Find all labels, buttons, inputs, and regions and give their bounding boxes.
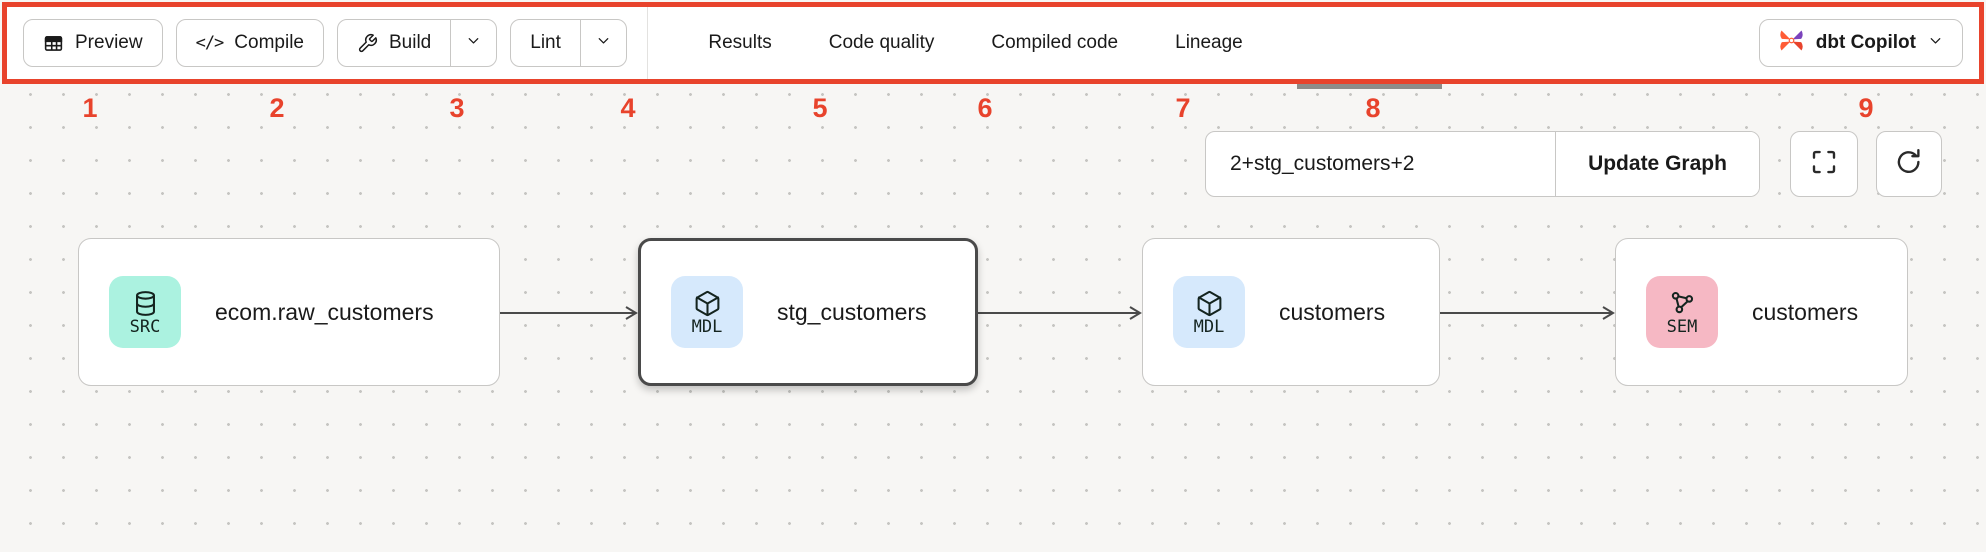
lint-split-button: Lint [510,19,627,67]
model-badge: MDL [1173,276,1245,348]
callout-9: 9 [1858,93,1874,123]
dbt-copilot-label: dbt Copilot [1815,32,1916,53]
lint-dropdown-button[interactable] [579,20,626,66]
node-label: customers [1279,298,1386,325]
lineage-node-ecom-raw-customers[interactable]: SRC ecom.raw_customers [78,238,500,386]
lint-button-label: Lint [530,32,561,53]
callout-6: 6 [977,93,993,123]
code-icon: </> [195,33,225,53]
build-dropdown-button[interactable] [450,20,496,66]
callout-8: 8 [1365,93,1381,123]
preview-button-label: Preview [75,32,143,53]
update-graph-button[interactable]: Update Graph [1556,132,1759,196]
refresh-button[interactable] [1876,131,1942,197]
results-tab-bar: Results Code quality Compiled code Linea… [708,32,1242,54]
model-badge: MDL [671,276,743,348]
lineage-node-customers-model[interactable]: MDL customers [1142,238,1440,386]
tab-compiled-code[interactable]: Compiled code [991,32,1119,53]
callout-7: 7 [1175,93,1191,123]
chevron-down-icon [1927,32,1944,55]
annotated-toolbar: Preview </> Compile Build [2,2,1984,84]
badge-label: MDL [691,316,723,337]
semantic-network-icon [1668,289,1697,318]
callout-2: 2 [269,93,285,123]
lint-button[interactable]: Lint [511,20,580,66]
refresh-icon [1894,147,1924,182]
badge-label: MDL [1193,316,1225,337]
source-badge: SRC [109,276,181,348]
tab-results[interactable]: Results [708,32,772,53]
build-split-button: Build [337,19,498,67]
edge-arrow [1440,304,1615,327]
badge-label: SRC [129,316,161,337]
edge-arrow [500,304,638,327]
table-icon [43,33,64,54]
cube-icon [1195,289,1224,318]
build-button[interactable]: Build [338,20,450,66]
lineage-node-stg-customers[interactable]: MDL stg_customers [638,238,978,386]
tab-code-quality[interactable]: Code quality [828,32,935,53]
tab-lineage[interactable]: Lineage [1175,32,1243,53]
callout-5: 5 [812,93,828,123]
compile-button[interactable]: </> Compile [175,19,324,67]
database-icon [131,289,160,318]
callout-4: 4 [620,93,636,123]
dbt-copilot-button[interactable]: dbt Copilot [1758,19,1963,67]
node-selector-input[interactable] [1206,132,1555,196]
semantic-badge: SEM [1646,276,1718,348]
fullscreen-button[interactable] [1790,131,1858,197]
fullscreen-icon [1809,147,1839,182]
lineage-node-customers-semantic[interactable]: SEM customers [1615,238,1908,386]
callout-1: 1 [82,93,98,123]
cube-icon [693,289,722,318]
toolbar-divider [646,7,649,79]
chevron-down-icon [465,32,482,55]
toolbar-button-group: Preview </> Compile Build [23,19,627,67]
build-button-label: Build [389,32,432,53]
edge-arrow [978,304,1142,327]
dbt-logo-icon [1778,27,1805,60]
compile-button-label: Compile [234,32,304,53]
node-selector-bar: Update Graph [1205,131,1760,197]
node-label: ecom.raw_customers [215,298,434,325]
lineage-tab-active-indicator [1297,84,1442,89]
node-label: customers [1752,298,1859,325]
preview-button[interactable]: Preview [23,19,163,67]
selector-divider [1554,132,1556,196]
wrench-icon [357,33,378,54]
badge-label: SEM [1666,316,1698,337]
chevron-down-icon [595,32,612,55]
callout-3: 3 [449,93,465,123]
node-label: stg_customers [777,298,927,325]
